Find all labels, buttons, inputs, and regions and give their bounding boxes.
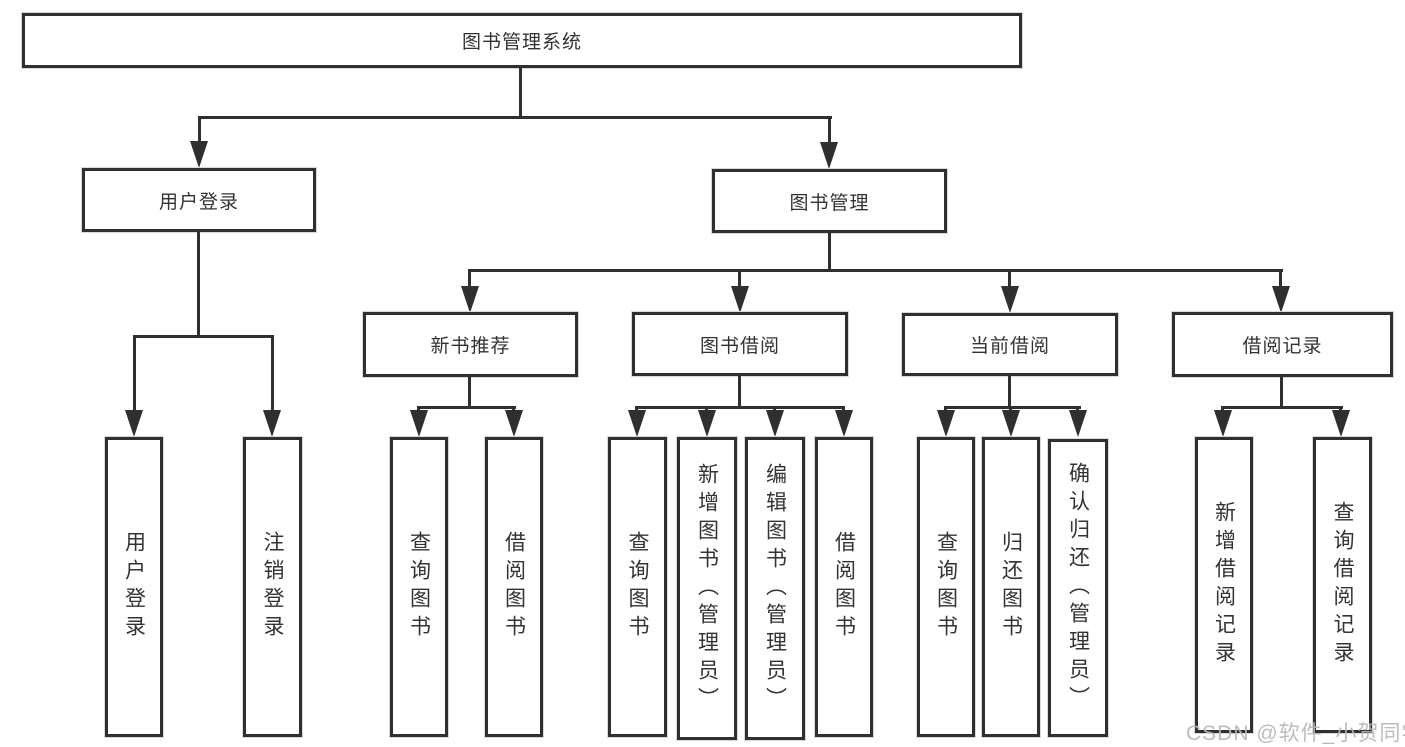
leaf-record-query-borrow-record: 查询借阅记录 (1313, 437, 1372, 733)
connector-line (738, 376, 741, 408)
leaf-borrowing-query-books: 查询图书 (608, 437, 667, 737)
arrow-down-icon (263, 410, 281, 437)
leaf-borrowing-edit-books-admin: 编辑图书（管理员） (745, 437, 805, 740)
arrow-down-icon (1001, 286, 1019, 313)
leaf-current-confirm-return-admin: 确认归还（管理员） (1048, 439, 1108, 737)
arrow-down-icon (766, 410, 784, 437)
connector-line (198, 116, 201, 144)
node-new-book-recommend: 新书推荐 (363, 312, 578, 377)
connector-line (468, 269, 471, 289)
connector-line (133, 335, 136, 412)
connector-line (1008, 376, 1011, 408)
arrow-down-icon (125, 410, 143, 437)
connector-line (828, 233, 831, 272)
connector-line (271, 335, 274, 412)
arrow-down-icon (1332, 410, 1350, 437)
connector-line (1221, 406, 1343, 409)
arrow-down-icon (505, 410, 523, 437)
connector-line (133, 335, 274, 338)
connector-line (738, 269, 741, 289)
arrow-down-icon (190, 141, 208, 168)
leaf-logout: 注销登录 (243, 437, 302, 737)
arrow-down-icon (731, 286, 749, 313)
leaf-user-login: 用户登录 (105, 437, 163, 737)
node-borrowing-records: 借阅记录 (1172, 312, 1393, 377)
arrow-down-icon (461, 286, 479, 313)
node-book-borrowing: 图书借阅 (632, 312, 848, 376)
connector-line (197, 232, 200, 338)
connector-line (417, 406, 516, 409)
arrow-down-icon (1272, 286, 1290, 313)
arrow-down-icon (1069, 410, 1087, 437)
csdn-watermark: CSDN @软件_小贺同学 (1186, 722, 1405, 745)
connector-line (519, 68, 522, 119)
node-current-borrowing: 当前借阅 (902, 313, 1118, 376)
arrow-down-icon (937, 410, 955, 437)
leaf-current-query-books: 查询图书 (917, 437, 975, 737)
connector-line (1008, 269, 1011, 289)
leaf-newbook-borrow-books: 借阅图书 (485, 437, 543, 737)
arrow-down-icon (1002, 410, 1020, 437)
leaf-borrowing-add-books-admin: 新增图书（管理员） (677, 437, 737, 740)
connector-line (468, 269, 1283, 272)
connector-line (198, 116, 832, 119)
arrow-down-icon (698, 410, 716, 437)
connector-line (635, 406, 845, 409)
leaf-borrowing-borrow-books: 借阅图书 (815, 437, 873, 737)
leaf-record-add-borrow-record: 新增借阅记录 (1195, 437, 1253, 733)
arrow-down-icon (1214, 410, 1232, 437)
connector-line (1279, 269, 1282, 289)
connector-line (828, 116, 831, 144)
arrow-down-icon (628, 410, 646, 437)
connector-line (944, 406, 1081, 409)
arrow-down-icon (835, 410, 853, 437)
node-book-management: 图书管理 (712, 169, 947, 233)
arrow-down-icon (820, 142, 838, 169)
arrow-down-icon (410, 410, 428, 437)
connector-line (1280, 377, 1283, 408)
node-library-management-system: 图书管理系统 (22, 13, 1022, 68)
leaf-current-return-books: 归还图书 (982, 437, 1040, 737)
leaf-newbook-query-books: 查询图书 (390, 437, 448, 737)
connector-line (468, 377, 471, 408)
node-user-login: 用户登录 (82, 168, 316, 232)
